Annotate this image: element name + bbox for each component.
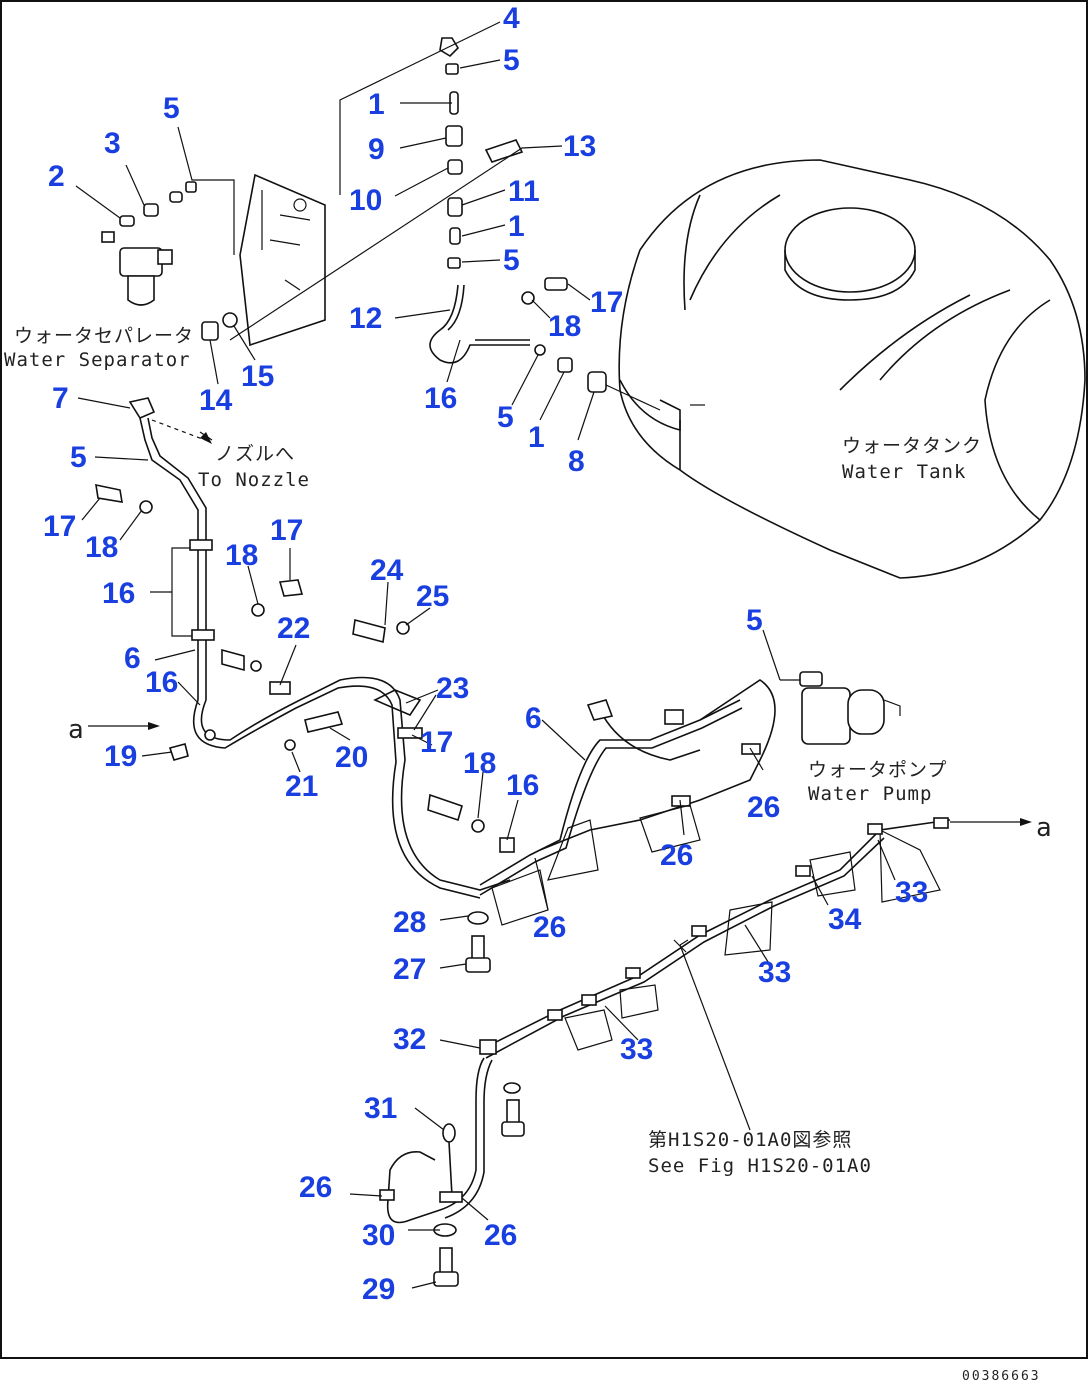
callout-number: 34	[828, 903, 862, 936]
callout-number: 26	[533, 911, 566, 944]
water-tank-drawing	[618, 159, 1086, 579]
leader-lines	[75, 21, 896, 1289]
callout-number: 18	[225, 539, 258, 572]
callout-number: 13	[563, 130, 596, 163]
flow-arrows	[88, 431, 1032, 826]
center-fittings	[427, 793, 515, 853]
water-separator-drawing	[101, 231, 173, 306]
reference-label-en: See Fig H1S20-01A0	[648, 1155, 872, 1177]
hose-12	[429, 284, 530, 364]
callout-number: 26	[484, 1219, 517, 1252]
callout-number: 30	[362, 1219, 395, 1252]
bolt-27-28	[465, 911, 491, 973]
callout-number: 16	[145, 666, 178, 699]
callout-number: 2	[48, 160, 65, 193]
callout-number: 28	[393, 906, 426, 939]
callout-number: 24	[370, 554, 404, 587]
callout-number: 4	[503, 2, 520, 35]
upper-fittings	[439, 37, 524, 269]
callout-number: 17	[590, 286, 623, 319]
callout-number: 25	[416, 580, 449, 613]
callout-number: 26	[747, 791, 780, 824]
callout-number: 9	[368, 133, 385, 166]
callout-number: 33	[758, 956, 791, 989]
callout-number: 26	[299, 1171, 332, 1204]
callout-number: 1	[528, 421, 545, 454]
callout-number: 16	[102, 577, 135, 610]
callout-number: 5	[503, 44, 520, 77]
callout-number: 33	[620, 1033, 653, 1066]
callout-number: 22	[277, 612, 310, 645]
callout-number: 18	[463, 747, 496, 780]
flow-arrow-left-label: a	[68, 715, 85, 745]
callout-number: 5	[497, 401, 514, 434]
callout-number: 32	[393, 1023, 426, 1056]
drawing-code: 00386663	[962, 1369, 1041, 1384]
callout-number: 17	[43, 510, 76, 543]
water-separator-label-en: Water Separator	[4, 349, 191, 371]
callout-number: 20	[335, 741, 368, 774]
water-tank-label-en: Water Tank	[842, 461, 966, 483]
callout-number: 5	[163, 92, 180, 125]
callout-number: 16	[506, 769, 539, 802]
frame-border	[0, 0, 1088, 1359]
callout-number: 3	[104, 127, 121, 160]
to-nozzle-label-en: To Nozzle	[198, 469, 310, 491]
callout-number: 19	[104, 740, 137, 773]
bracket-plate	[239, 173, 326, 347]
callout-number: 1	[368, 88, 385, 121]
callout-number: 12	[349, 302, 382, 335]
callout-numbers: 4 5 1 9 13 10 5 3 2 11 1 5 17 18 12 15 1…	[43, 2, 928, 1306]
bracket-30-31	[379, 1082, 525, 1287]
callout-number: 15	[241, 360, 274, 393]
callout-number: 8	[568, 445, 585, 478]
callout-number: 1	[508, 210, 525, 243]
callout-number: 33	[895, 876, 928, 909]
left-hose	[95, 397, 511, 899]
callout-number: 31	[364, 1092, 397, 1125]
to-nozzle-label-jp: ノズルへ	[215, 443, 295, 465]
callout-number: 18	[85, 531, 118, 564]
nut-washer	[201, 312, 238, 341]
hose-12-b	[447, 284, 530, 341]
water-tank-label-jp: ウォータタンク	[842, 435, 982, 457]
callout-number: 23	[436, 672, 469, 705]
nozzle-pipe	[386, 817, 951, 1224]
callout-number: 5	[503, 244, 520, 277]
callout-number: 27	[393, 953, 426, 986]
water-separator-label-jp: ウォータセパレータ	[14, 325, 194, 347]
reference-label-jp: 第H1S20-01A0図参照	[648, 1129, 852, 1151]
callout-number: 11	[508, 175, 540, 208]
callout-number: 14	[199, 384, 233, 417]
callout-number: 16	[424, 382, 457, 415]
water-pump-drawing	[780, 671, 901, 745]
callout-number: 26	[660, 839, 693, 872]
callout-number: 21	[285, 770, 318, 803]
callout-number: 6	[124, 642, 141, 675]
flow-arrow-right-label: a	[1036, 813, 1053, 843]
callout-number: 18	[548, 310, 581, 343]
water-pump-label-jp: ウォータポンプ	[808, 759, 947, 781]
callout-number: 29	[362, 1273, 395, 1306]
callout-number: 10	[349, 184, 382, 217]
callout-number: 5	[746, 604, 763, 637]
callout-number: 17	[270, 514, 303, 547]
separator-fittings	[119, 181, 197, 227]
tank-fittings	[521, 277, 661, 411]
water-pump-label-en: Water Pump	[808, 783, 932, 805]
callout-number: 5	[70, 441, 87, 474]
callout-number: 6	[525, 702, 542, 735]
bolt-23-25	[352, 618, 423, 739]
callout-number: 7	[52, 382, 69, 415]
callout-number: 17	[420, 726, 453, 759]
